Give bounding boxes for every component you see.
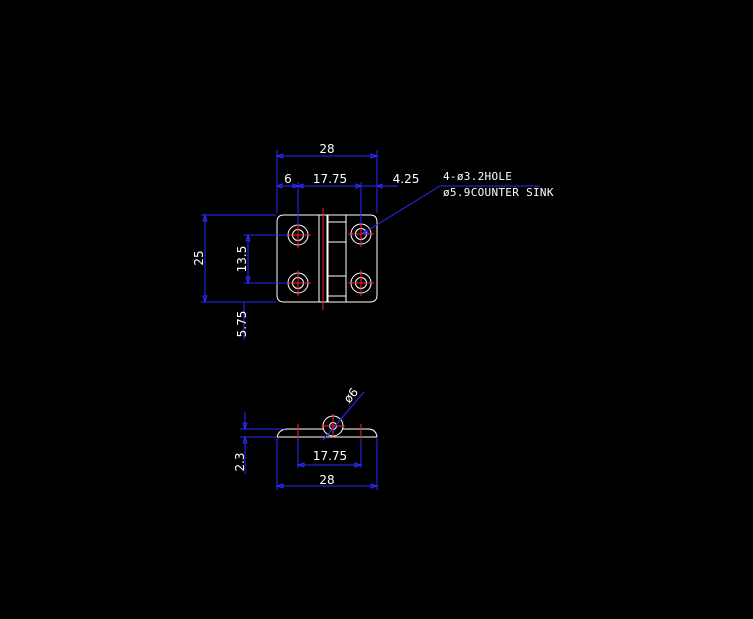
top-view: 28 6 17.75 4.25 4-ø3.2HOLE ø5.9COUNTER S… — [192, 142, 554, 340]
dim-4-25: 4.25 — [393, 172, 420, 186]
hole-note-line2: ø5.9COUNTER SINK — [443, 186, 554, 199]
dim-28-side: 28 — [319, 473, 334, 487]
dimension-side-overall-width: 28 — [275, 438, 379, 490]
dim-6: 6 — [284, 172, 292, 186]
side-centerlines — [297, 414, 362, 440]
dim-2-3: 2.3 — [233, 452, 247, 471]
mounting-hole-top-left — [285, 222, 311, 248]
mounting-hole-top-right — [348, 221, 374, 247]
pin-diameter-leader: ø6 — [322, 385, 365, 441]
dim-28-top: 28 — [319, 142, 334, 156]
dimension-hole-offsets: 6 17.75 4.25 — [275, 172, 420, 225]
dimension-overall-height: 25 — [192, 213, 276, 304]
dimension-side-hole-spacing: 17.75 — [296, 438, 363, 468]
dim-25: 25 — [192, 250, 206, 265]
hole-note-line1: 4-ø3.2HOLE — [443, 170, 512, 183]
dim-17-75-top: 17.75 — [313, 172, 347, 186]
dim-17-75-side: 17.75 — [313, 449, 347, 463]
dimension-hole-vertical: 13.5 — [235, 233, 288, 285]
mounting-hole-bottom-right — [348, 270, 374, 296]
dim-pin-diameter: ø6 — [341, 385, 361, 405]
hinge-plate-outline — [276, 214, 378, 303]
dimension-overall-width: 28 — [275, 142, 379, 213]
dimension-thickness: 2.3 — [233, 412, 285, 474]
dim-13-5: 13.5 — [235, 246, 249, 273]
dimension-bottom-offset: 5.75 — [235, 301, 276, 340]
mounting-hole-bottom-left — [285, 270, 311, 296]
dim-5-75: 5.75 — [235, 311, 249, 338]
hole-note-leader: 4-ø3.2HOLE ø5.9COUNTER SINK — [360, 170, 554, 235]
side-view: ø6 2.3 17.75 28 — [233, 385, 379, 490]
